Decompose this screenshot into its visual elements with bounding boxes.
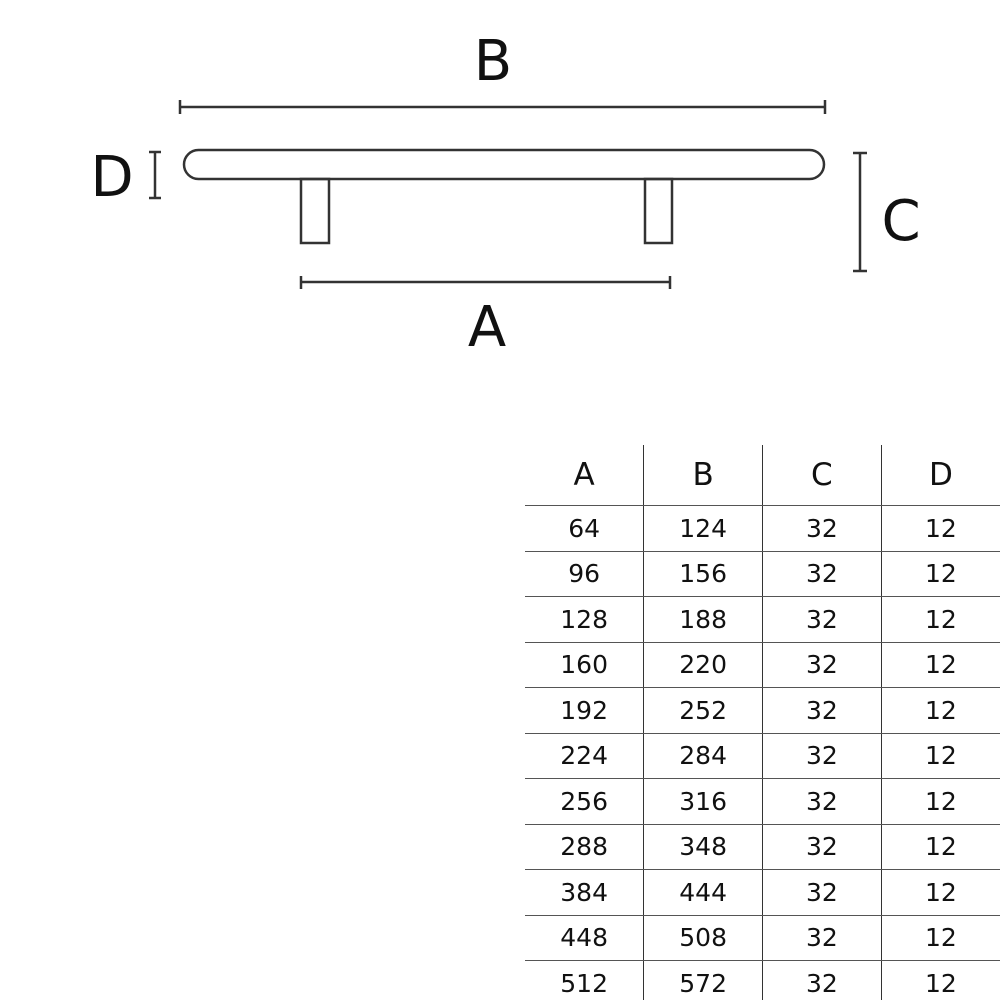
cell-d: 12 [880, 505, 1000, 552]
cell-b: 188 [643, 596, 763, 643]
cell-c: 32 [762, 596, 882, 643]
cell-a: 128 [525, 596, 644, 643]
cell-a: 224 [525, 733, 644, 779]
cell-c: 32 [762, 915, 882, 961]
cell-d: 12 [880, 642, 1000, 688]
column-header-b: B [643, 445, 763, 506]
dimension-label-a: A [468, 295, 506, 360]
cell-b: 284 [643, 733, 763, 779]
dimension-line-c [853, 151, 867, 273]
cell-a: 288 [525, 824, 644, 870]
cell-a: 192 [525, 687, 644, 734]
cell-d: 12 [880, 551, 1000, 597]
column-header-c: C [762, 445, 882, 506]
cell-c: 32 [762, 824, 882, 870]
cell-c: 32 [762, 778, 882, 825]
dimension-line-b [178, 100, 827, 114]
cell-d: 12 [880, 596, 1000, 643]
dimension-label-b: B [474, 29, 512, 94]
cell-c: 32 [762, 733, 882, 779]
cell-d: 12 [880, 733, 1000, 779]
cell-a: 384 [525, 869, 644, 916]
cell-a: 512 [525, 960, 644, 1000]
cell-a: 256 [525, 778, 644, 825]
cell-b: 252 [643, 687, 763, 734]
cell-d: 12 [880, 687, 1000, 734]
cell-d: 12 [880, 778, 1000, 825]
cell-b: 348 [643, 824, 763, 870]
dimension-line-a [299, 276, 672, 289]
cell-c: 32 [762, 551, 882, 597]
cell-b: 156 [643, 551, 763, 597]
cell-b: 508 [643, 915, 763, 961]
cell-c: 32 [762, 687, 882, 734]
cell-b: 316 [643, 778, 763, 825]
table-header-row: A B C D [525, 445, 1000, 506]
column-header-a: A [525, 445, 644, 506]
dimension-line-d [149, 150, 161, 200]
handle-dimension-diagram: B D C A [90, 29, 920, 360]
handle-bar [182, 148, 826, 181]
cell-c: 32 [762, 505, 882, 552]
cell-a: 64 [525, 505, 644, 552]
handle-leg-left [299, 177, 331, 245]
handle-leg-right [643, 177, 674, 245]
cell-d: 12 [880, 824, 1000, 870]
cell-d: 12 [880, 915, 1000, 961]
cell-c: 32 [762, 960, 882, 1000]
cell-a: 96 [525, 551, 644, 597]
cell-c: 32 [762, 869, 882, 916]
dimension-label-d: D [90, 145, 133, 210]
cell-b: 124 [643, 505, 763, 552]
column-header-d: D [880, 445, 1000, 506]
cell-b: 572 [643, 960, 763, 1000]
dimension-label-c: C [881, 189, 920, 254]
cell-b: 444 [643, 869, 763, 916]
cell-a: 160 [525, 642, 644, 688]
cell-b: 220 [643, 642, 763, 688]
cell-d: 12 [880, 869, 1000, 916]
cell-c: 32 [762, 642, 882, 688]
cell-a: 448 [525, 915, 644, 961]
cell-d: 12 [880, 960, 1000, 1000]
